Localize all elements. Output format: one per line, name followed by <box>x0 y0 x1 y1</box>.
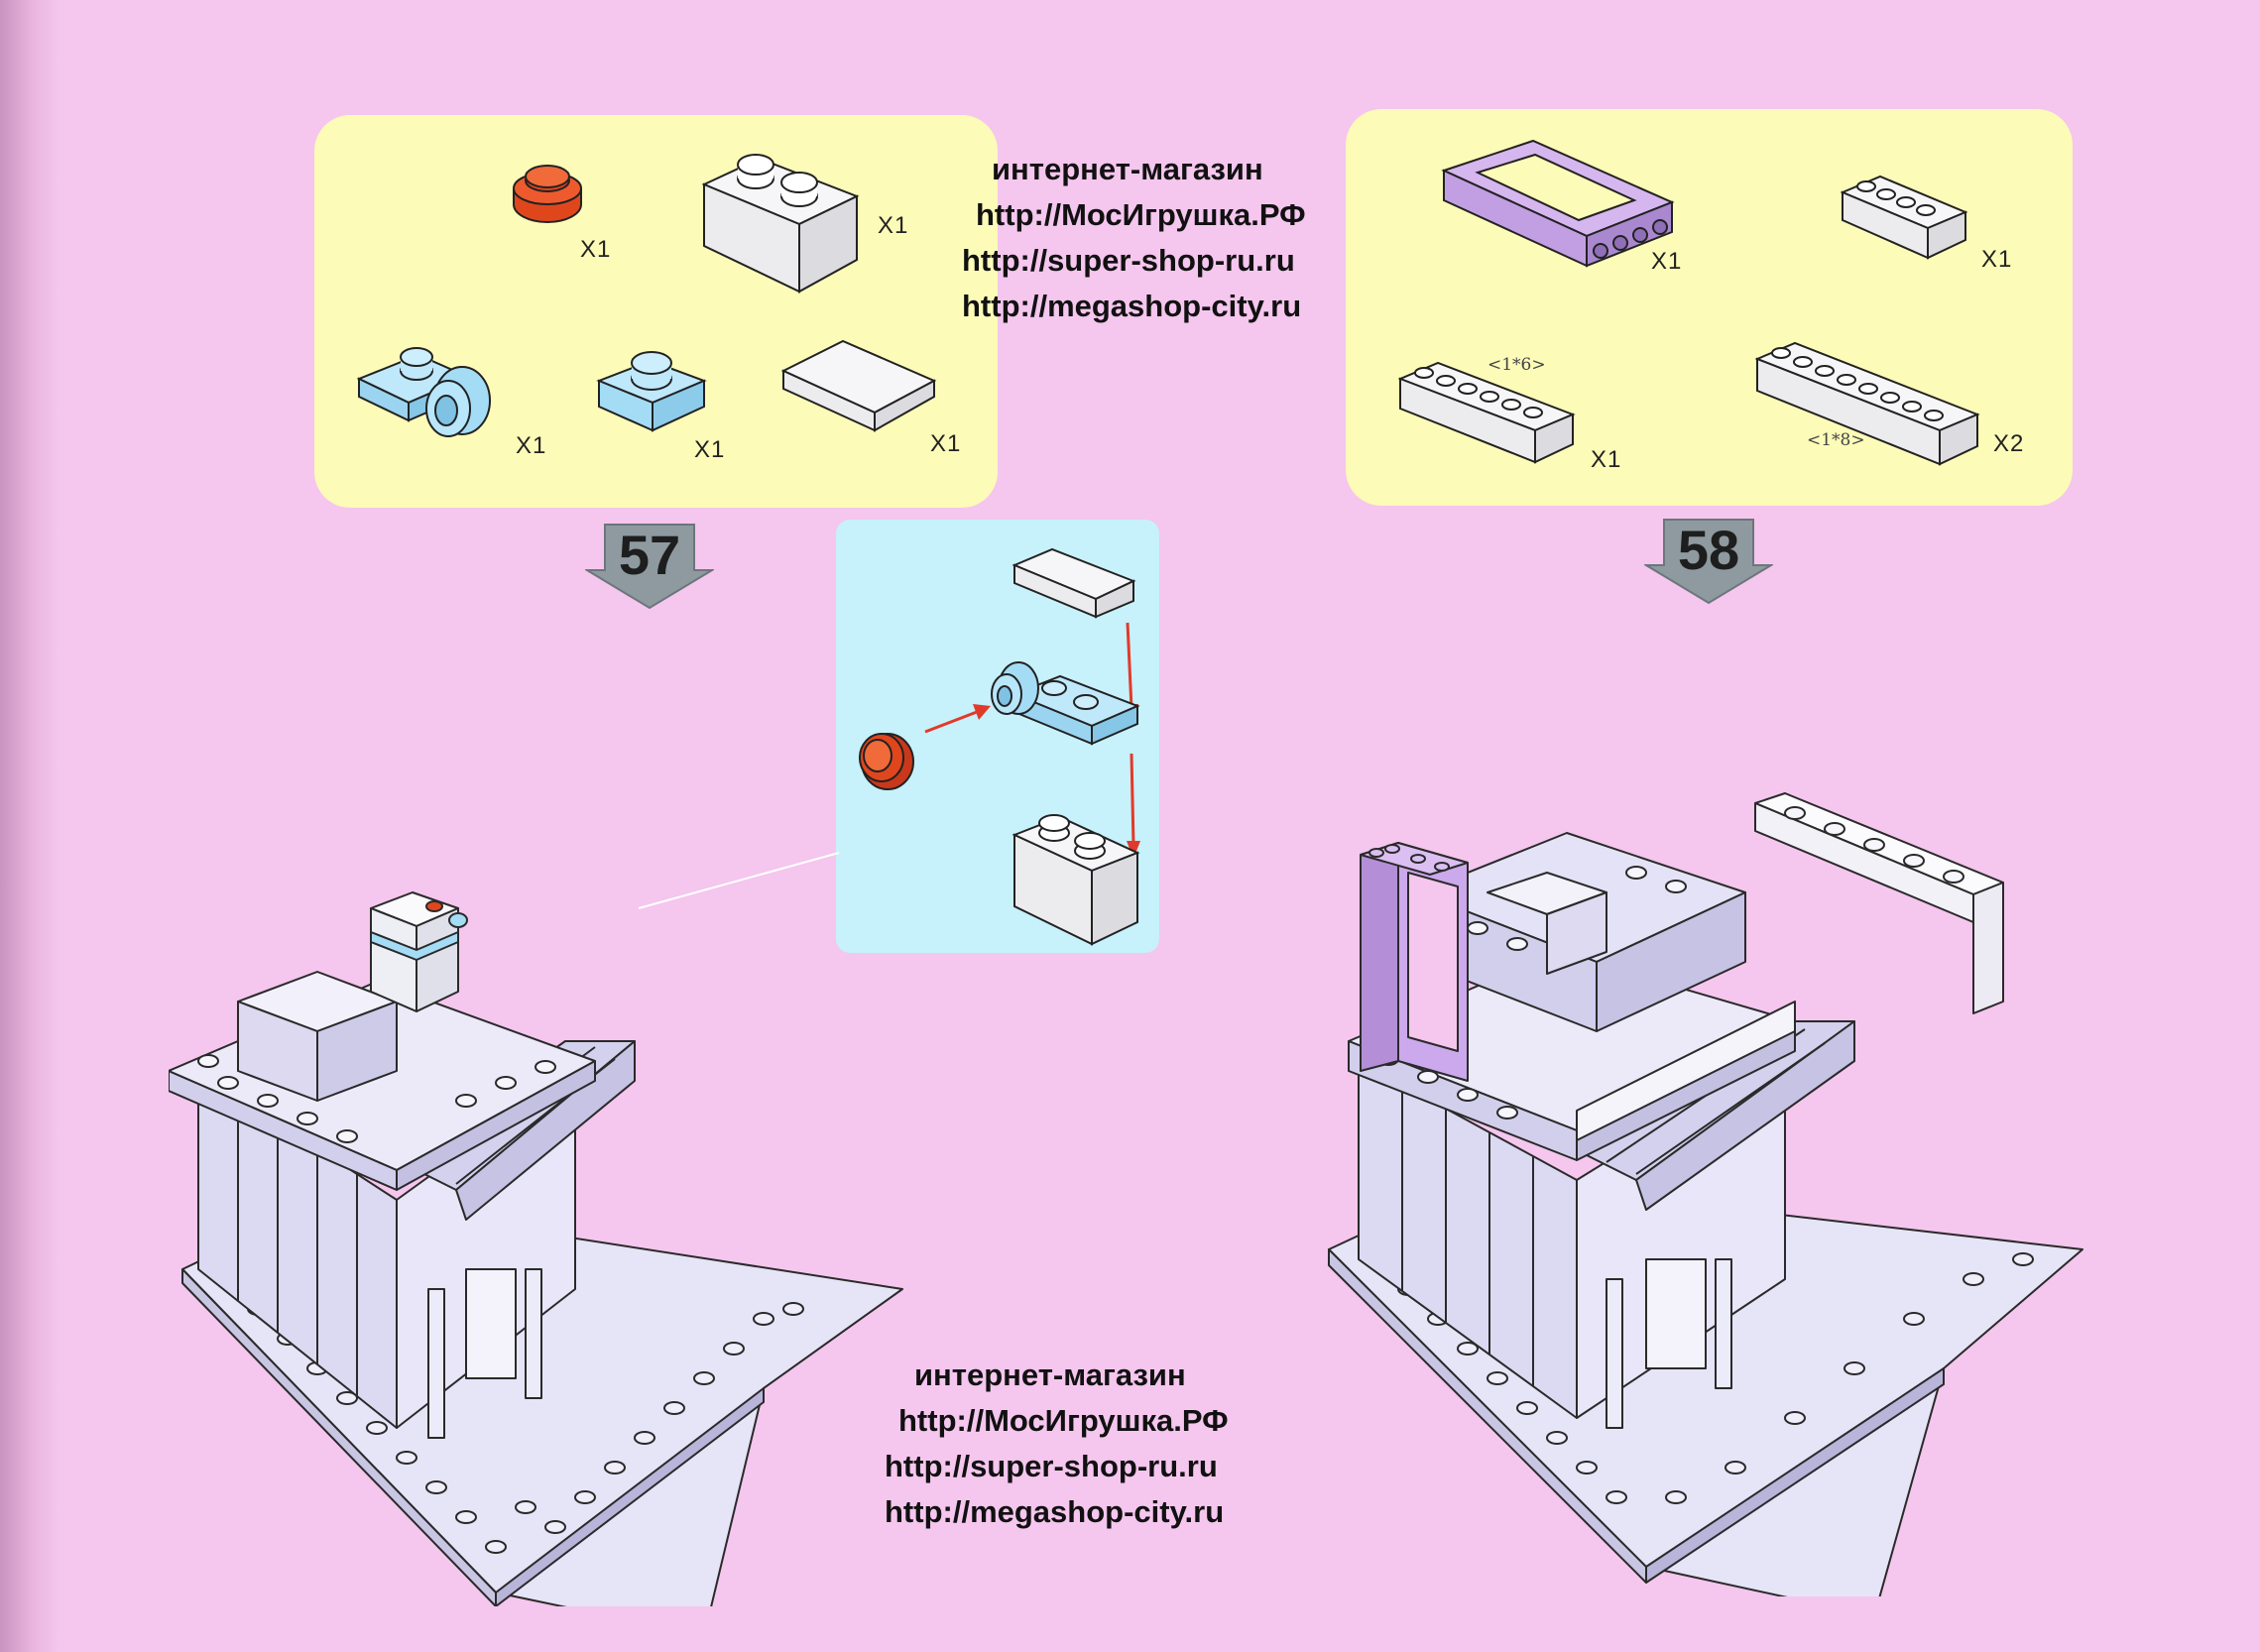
white-brick-1x4-icon <box>1841 175 1967 260</box>
qty-label: X1 <box>1981 246 2013 273</box>
watermark-bottom: интернет-магазин http://МосИгрушка.РФ ht… <box>885 1353 1229 1535</box>
white-tile-1x2-icon <box>780 339 937 432</box>
watermark-top: интернет-магазин http://МосИгрушка.РФ ht… <box>962 147 1306 329</box>
qty-label: X1 <box>694 436 726 463</box>
watermark-line: http://super-shop-ru.ru <box>885 1449 1218 1483</box>
callout-pointer-line <box>638 852 840 909</box>
book-spine-shadow <box>0 0 59 1652</box>
qty-label: X2 <box>1993 430 2025 457</box>
qty-label: X1 <box>1591 446 1622 473</box>
qty-label: X1 <box>580 236 612 263</box>
house-model-step-57 <box>169 891 903 1606</box>
white-brick-1x8-icon <box>1755 341 1980 466</box>
watermark-line: http://МосИгрушка.РФ <box>898 1403 1229 1438</box>
watermark-line: http://megashop-city.ru <box>962 289 1302 323</box>
qty-label: X1 <box>1651 248 1683 275</box>
qty-label: X1 <box>516 432 547 459</box>
house-model-step-58 <box>1328 792 2083 1596</box>
watermark-line: http://МосИгрушка.РФ <box>976 197 1306 232</box>
step-number-58: 58 <box>1644 516 1773 605</box>
qty-label: X1 <box>930 430 962 457</box>
size-label: <1*8> <box>1807 430 1865 450</box>
watermark-line: http://super-shop-ru.ru <box>962 243 1295 278</box>
qty-label: X1 <box>878 212 909 239</box>
red-round-plate-icon <box>513 165 582 223</box>
watermark-line: интернет-магазин <box>992 152 1263 186</box>
parts-panel-step-57 <box>314 115 998 508</box>
lilac-window-frame-icon <box>1441 139 1675 268</box>
watermark-line: интернет-магазин <box>914 1357 1186 1392</box>
white-brick-1x6-icon <box>1398 361 1576 464</box>
blue-clip-plate-icon <box>357 347 491 437</box>
sub-assembly-diagram <box>859 547 1140 946</box>
size-label: <1*6> <box>1487 355 1546 375</box>
white-brick-1x2-icon <box>701 154 860 294</box>
step-number-57: 57 <box>585 521 714 610</box>
blue-plate-1x1-icon <box>596 351 707 432</box>
watermark-line: http://megashop-city.ru <box>885 1494 1225 1529</box>
